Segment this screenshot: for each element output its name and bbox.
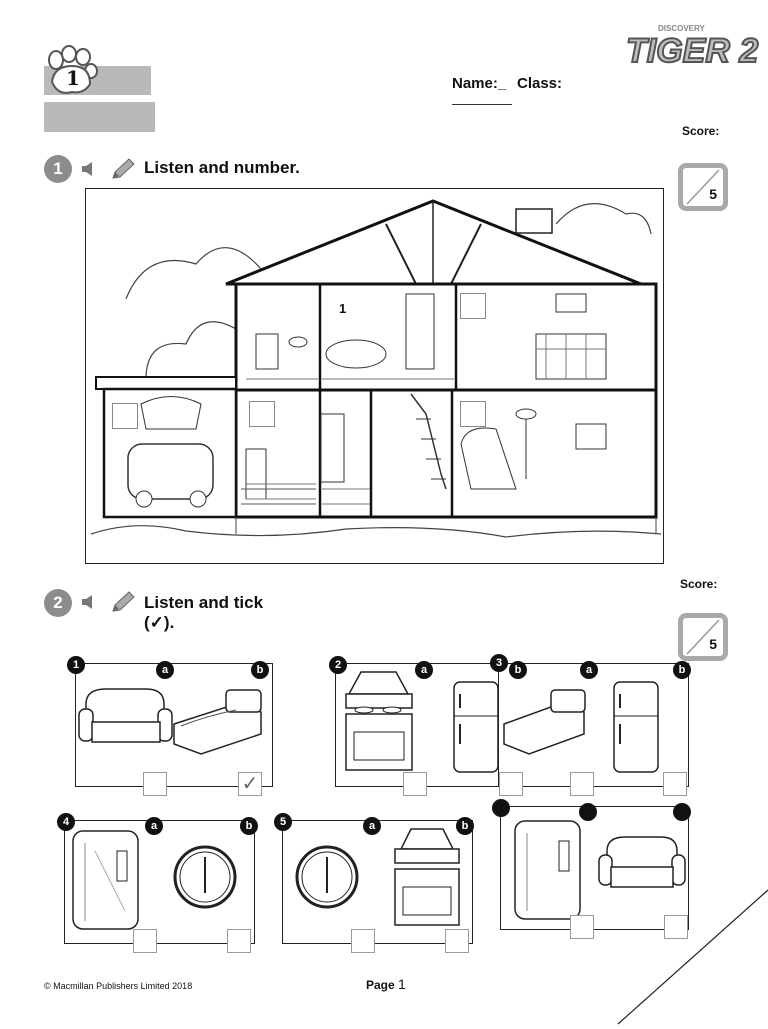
tickbox-3a[interactable] [570,772,594,796]
option-label-2b: b [509,661,527,679]
tickbox-2a[interactable] [403,772,427,796]
option-label-1a: a [156,661,174,679]
class-label: Class: [517,75,563,92]
cooker-icon [345,671,413,771]
name-input-bar[interactable] [44,102,155,132]
shower-icon [72,830,139,930]
answer-box-garage[interactable] [112,403,138,429]
speaker-icon[interactable] [80,593,98,611]
tickbox-6a[interactable] [570,915,594,939]
fridge-icon [453,681,499,773]
question-card-4 [64,820,255,944]
score-label-2: Score: [680,577,718,591]
page-indicator: Page 1 [366,976,406,992]
tickbox-5a[interactable] [351,929,375,953]
item-number-5: 5 [274,813,292,831]
bed-icon [503,689,586,755]
item-number-1: 1 [67,656,85,674]
sofa-icon [78,688,173,743]
option-label-1b: b [251,661,269,679]
svg-text:DISCOVERY: DISCOVERY [658,24,705,33]
score-total-2: 5 [709,636,717,652]
shower-icon [514,820,581,920]
option-label-4b: b [240,817,258,835]
speaker-icon[interactable] [80,160,98,178]
option-label-3b: b [673,661,691,679]
score-total-1: 5 [709,186,717,202]
answer-box-kitchen[interactable] [249,401,275,427]
item-number-6 [492,799,510,817]
option-label-6b [673,803,691,821]
option-label-6a [579,803,597,821]
option-label-3a: a [580,661,598,679]
item-number-3: 3 [490,654,508,672]
section-1-number: 1 [44,155,72,183]
score-label-1: Score: [682,124,720,138]
option-label-4a: a [145,817,163,835]
section-2-number: 2 [44,589,72,617]
option-label-5b: b [456,817,474,835]
question-card-5 [282,820,473,944]
score-box-1[interactable]: 5 [678,163,728,211]
page-number: 1 [398,976,406,992]
cooker-icon [394,828,460,926]
example-number: 1 [338,301,348,316]
pencil-icon [110,157,136,181]
section-2-instruction-line2: (✓). [144,613,175,632]
fridge-icon [613,681,659,773]
name-underline[interactable] [452,104,512,105]
item-number-2: 2 [329,656,347,674]
pencil-icon [110,590,136,614]
tickbox-4b[interactable] [227,929,251,953]
tickbox-5b[interactable] [445,929,469,953]
paw-icon [44,45,98,98]
tickbox-2b[interactable] [499,772,523,796]
section-2-instruction-line1: Listen and tick [144,593,264,612]
clock-icon [173,845,237,909]
tickbox-4a[interactable] [133,929,157,953]
item-number-4: 4 [57,813,75,831]
clock-icon [295,845,359,909]
page-label: Page [366,978,395,992]
sofa-icon [598,836,686,888]
tickbox-1b[interactable]: ✓ [238,772,262,796]
tickbox-1a[interactable] [143,772,167,796]
bed-icon [173,689,262,755]
corner-line [600,880,768,1025]
tickbox-3b[interactable] [663,772,687,796]
house-picture: 1 [85,188,664,564]
question-card-2 [335,663,509,787]
question-card-1 [75,663,273,787]
tiger-logo: DISCOVERY TIGER 2 [622,18,759,71]
svg-text:TIGER 2: TIGER 2 [626,32,758,70]
tickbox-6b[interactable] [664,915,688,939]
question-card-3 [498,663,689,787]
name-label: Name:_ [452,75,507,92]
option-label-2a: a [415,661,433,679]
score-box-2[interactable]: 5 [678,613,728,661]
answer-box-living-room[interactable] [460,401,486,427]
unit-number: 1 [66,66,80,90]
option-label-5a: a [363,817,381,835]
answer-box-bedroom[interactable] [460,293,486,319]
section-1-instruction: Listen and number. [144,158,300,177]
copyright-text: © Macmillan Publishers Limited 2018 [44,981,193,991]
